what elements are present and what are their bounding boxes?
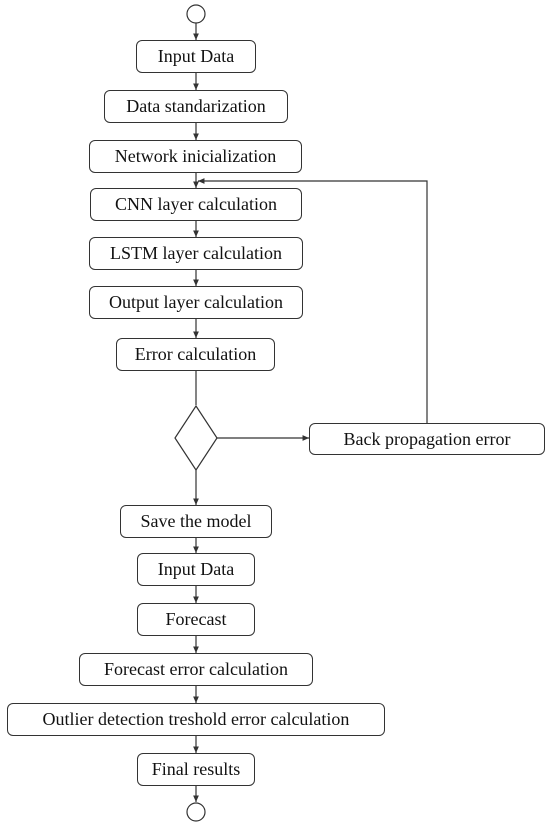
node-label: Outlier detection treshold error calcula… [42,709,350,729]
start-node [186,4,206,24]
node-forecast: Forecast [137,603,255,636]
node-lstm-layer: LSTM layer calculation [89,237,303,270]
node-outlier-detection: Outlier detection treshold error calcula… [7,703,385,736]
node-network-initialization: Network inicialization [89,140,302,173]
node-cnn-layer: CNN layer calculation [90,188,302,221]
node-label: Input Data [157,46,235,66]
node-data-standardization: Data standarization [104,90,288,123]
node-output-layer: Output layer calculation [89,286,303,319]
node-input-data-1: Input Data [136,40,256,73]
node-back-propagation: Back propagation error [309,423,545,455]
node-input-data-2: Input Data [137,553,255,586]
node-label: CNN layer calculation [115,194,277,214]
node-label: Input Data [157,559,235,579]
node-label: Final results [151,759,241,779]
end-node [186,802,206,822]
node-label: Network inicialization [114,146,277,166]
node-error-calculation: Error calculation [116,338,275,371]
node-label: Output layer calculation [109,292,283,312]
arrow-backprop-loop [198,178,428,423]
node-label: Back propagation error [343,428,511,449]
node-label: Forecast error calculation [104,659,288,679]
node-label: Data standarization [126,96,266,116]
node-forecast-error: Forecast error calculation [79,653,313,686]
node-label: Save the model [140,511,252,531]
node-label: Error calculation [134,344,257,364]
node-save-model: Save the model [120,505,272,538]
decision-diamond [174,404,218,472]
node-final-results: Final results [137,753,255,786]
node-label: LSTM layer calculation [110,243,282,263]
node-label: Forecast [165,609,227,629]
